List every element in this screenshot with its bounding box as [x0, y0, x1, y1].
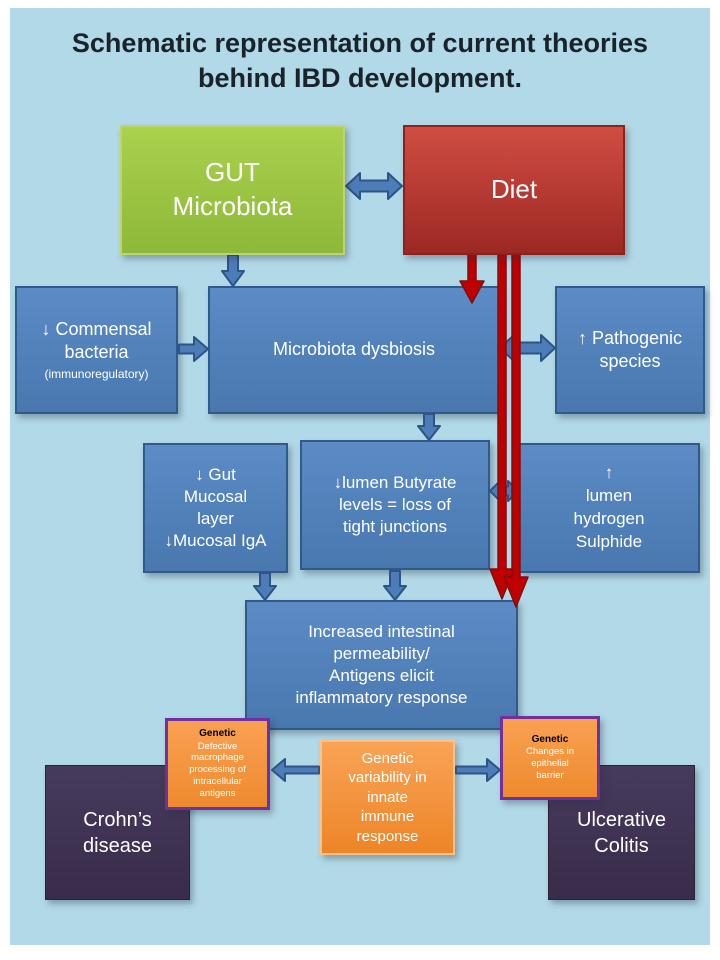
box-gut-microbiota: GUT Microbiota: [120, 125, 345, 255]
box-lumen-hydrogen-sulphide: ↑ lumen hydrogen Sulphide: [518, 443, 700, 573]
arrow-innate-to-epithelial-icon: [455, 757, 501, 783]
commensal-sublabel: (immunoregulatory): [44, 366, 149, 381]
genetic-epithelial-body: Changes in epithelial barrier: [525, 746, 575, 782]
red-arrow-diet-to-dysbiosis-icon: [459, 252, 485, 304]
arrow-mucosal-to-permeability-icon: [253, 572, 277, 601]
box-genetic-innate-immune: Genetic variability in innate immune res…: [320, 740, 455, 855]
genetic-macrophage-body: Defective macrophage processing of intra…: [189, 740, 246, 800]
box-genetic-macrophage: Genetic Defective macrophage processing …: [165, 718, 270, 810]
arrow-gut-to-dysbiosis-icon: [221, 254, 245, 287]
box-pathogenic-species: ↑ Pathogenic species: [555, 286, 705, 414]
arrow-dysbiosis-to-butyrate-icon: [417, 413, 441, 441]
red-arrow-diet-to-permeability-2-icon: [503, 252, 529, 608]
diagram-title: Schematic representation of current theo…: [71, 28, 649, 94]
box-microbiota-dysbiosis: Microbiota dysbiosis: [208, 286, 500, 414]
commensal-label: ↓ Commensal bacteria: [41, 318, 152, 363]
box-diet: Diet: [403, 125, 625, 255]
box-commensal-bacteria: ↓ Commensal bacteria (immunoregulatory): [15, 286, 178, 414]
box-gut-mucosal-layer: ↓ Gut Mucosal layer ↓Mucosal IgA: [143, 443, 288, 573]
arrow-innate-to-macrophage-icon: [271, 757, 320, 783]
arrow-butyrate-to-permeability-icon: [383, 570, 407, 601]
genetic-epithelial-heading: Genetic: [531, 733, 569, 745]
box-lumen-butyrate: ↓lumen Butyrate levels = loss of tight j…: [300, 440, 490, 570]
box-genetic-epithelial: Genetic Changes in epithelial barrier: [500, 716, 600, 800]
box-ulcerative-colitis: Ulcerative Colitis: [548, 765, 695, 900]
box-intestinal-permeability: Increased intestinal permeability/ Antig…: [245, 600, 518, 730]
genetic-macrophage-heading: Genetic: [199, 728, 236, 740]
arrow-gut-diet-icon: [345, 171, 403, 201]
arrow-commensal-to-dysbiosis-icon: [178, 334, 209, 364]
